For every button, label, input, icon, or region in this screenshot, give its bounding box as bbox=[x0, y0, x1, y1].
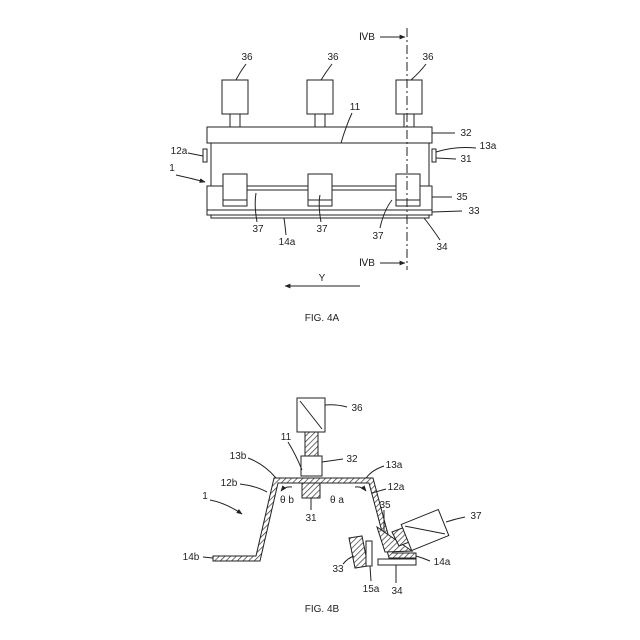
part-15a bbox=[366, 541, 372, 566]
section-label-bottom: ⅣB bbox=[359, 258, 375, 269]
flange-tab-12a bbox=[203, 149, 207, 162]
label-14a: 14a bbox=[434, 557, 451, 568]
label-37: 37 bbox=[470, 511, 482, 522]
label-36-right: 36 bbox=[422, 52, 434, 63]
upper-die-32 bbox=[301, 456, 322, 476]
label-12a: 12a bbox=[171, 146, 188, 157]
label-12b: 12b bbox=[221, 478, 238, 489]
label-14b: 14b bbox=[183, 552, 200, 563]
top-plate-32 bbox=[207, 127, 432, 143]
actuator-36 bbox=[297, 398, 325, 432]
label-35: 35 bbox=[379, 500, 391, 511]
label-13a: 13a bbox=[386, 460, 403, 471]
label-1: 1 bbox=[202, 491, 208, 502]
label-36: 36 bbox=[351, 403, 363, 414]
section-label-top: ⅣB bbox=[359, 32, 375, 43]
flange-tab-13a bbox=[432, 149, 436, 162]
lower-die-31 bbox=[302, 483, 320, 498]
figure-4a: ⅣB ⅣB 36 36 36 11 32 13a 12a 1 31 35 33 … bbox=[169, 28, 497, 324]
label-11: 11 bbox=[281, 432, 292, 443]
label-33: 33 bbox=[332, 564, 344, 575]
label-31: 31 bbox=[305, 513, 317, 524]
direction-label: Y bbox=[319, 273, 326, 284]
label-33: 33 bbox=[468, 206, 480, 217]
label-31: 31 bbox=[460, 154, 472, 165]
label-37-mid: 37 bbox=[316, 224, 328, 235]
label-12a: 12a bbox=[388, 482, 405, 493]
angle-arc-a bbox=[355, 487, 366, 491]
pad-37-right bbox=[396, 174, 420, 206]
pad-37-mid bbox=[308, 174, 332, 206]
label-1: 1 bbox=[169, 163, 175, 174]
shaft bbox=[305, 432, 318, 456]
caption-fig-4a: FIG. 4A bbox=[305, 313, 340, 324]
label-13b: 13b bbox=[230, 451, 247, 462]
label-34: 34 bbox=[436, 242, 448, 253]
label-11: 11 bbox=[350, 102, 361, 113]
label-32: 32 bbox=[346, 454, 358, 465]
label-35: 35 bbox=[456, 192, 468, 203]
actuator-36-left bbox=[222, 80, 248, 127]
label-36-mid: 36 bbox=[327, 52, 339, 63]
label-32: 32 bbox=[460, 128, 472, 139]
label-15a: 15a bbox=[363, 584, 380, 595]
theta-a: θ a bbox=[330, 495, 344, 506]
plate-34 bbox=[378, 559, 416, 565]
label-13a: 13a bbox=[480, 141, 497, 152]
pad-37-left bbox=[223, 174, 247, 206]
actuator-36-right bbox=[396, 80, 422, 127]
caption-fig-4b: FIG. 4B bbox=[305, 604, 340, 615]
angle-arc-b bbox=[281, 487, 292, 491]
block-33 bbox=[349, 536, 368, 568]
figure-4b: 36 11 32 13b 13a 12b 12a θ b θ a 31 1 35… bbox=[183, 398, 482, 615]
label-14a: 14a bbox=[279, 237, 296, 248]
label-37-left: 37 bbox=[252, 224, 264, 235]
theta-b: θ b bbox=[280, 495, 294, 506]
label-37-right: 37 bbox=[372, 231, 384, 242]
label-34: 34 bbox=[391, 586, 403, 597]
pad-37 bbox=[401, 510, 449, 551]
label-36-left: 36 bbox=[241, 52, 253, 63]
actuator-36-mid bbox=[307, 80, 333, 127]
